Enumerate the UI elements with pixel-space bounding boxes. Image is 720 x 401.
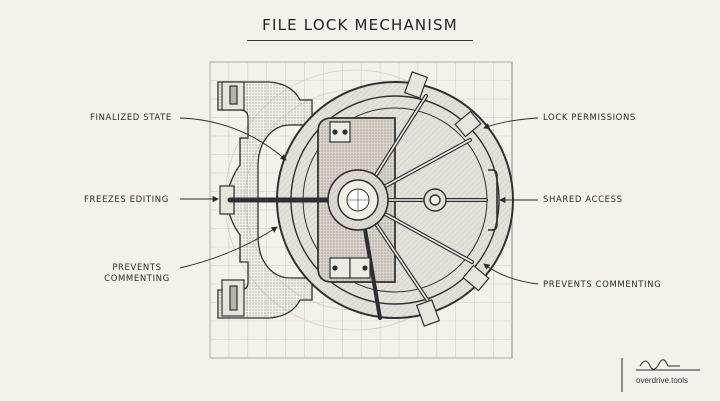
label-freezes-editing: FREEZES EDITING: [84, 195, 169, 205]
title-underline: [247, 40, 473, 41]
label-finalized-state: FINALIZED STATE: [90, 113, 172, 123]
label-lock-permissions: LOCK PERMISSIONS: [543, 113, 636, 123]
hinge-block-top: [221, 81, 245, 111]
hinge-bracket: [217, 81, 313, 319]
panel-clamps: [329, 121, 371, 279]
callout-lines: [179, 117, 539, 285]
edge-bolts: [403, 71, 490, 327]
hinge-block-bottom: [221, 279, 245, 317]
door-handle: [488, 169, 498, 231]
dial-knob: [423, 188, 447, 212]
central-hub: [327, 169, 389, 231]
signature-logo: [621, 358, 700, 392]
label-shared-access: SHARED ACCESS: [543, 195, 623, 205]
label-prevents-commenting-left: PREVENTS COMMENTING: [104, 263, 170, 284]
watermark: overdrive.tools: [636, 376, 689, 385]
label-prevents-commenting-right: PREVENTS COMMENTING: [543, 280, 662, 290]
diagram-title: FILE LOCK MECHANISM: [262, 16, 458, 34]
